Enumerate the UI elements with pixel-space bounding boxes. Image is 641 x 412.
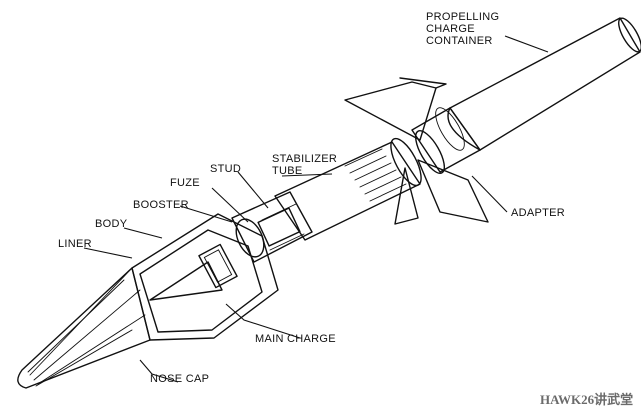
- warhead-body-shape: [131, 213, 279, 341]
- label-liner: LINER: [58, 238, 92, 250]
- stabilizer-tube-shape: [274, 137, 422, 241]
- stabilizer-fins: [344, 77, 489, 225]
- watermark-text: HAWK26讲武堂: [540, 392, 633, 407]
- label-propelling-line3: CONTAINER: [426, 35, 493, 47]
- label-stud: STUD: [210, 163, 241, 175]
- label-body: BODY: [95, 218, 128, 230]
- label-booster: BOOSTER: [133, 199, 189, 211]
- label-nose-cap: NOSE CAP: [150, 373, 209, 385]
- adapter-shape: [411, 107, 481, 174]
- label-adapter: ADAPTER: [511, 207, 565, 219]
- leader-lines: [83, 35, 549, 383]
- label-propelling-line2: CHARGE: [426, 23, 475, 35]
- label-main-charge: MAIN CHARGE: [255, 333, 336, 345]
- label-fuze: FUZE: [170, 177, 200, 189]
- nose-cap-shape: [17, 267, 151, 389]
- label-stabilizer-line2: TUBE: [272, 165, 303, 177]
- label-stabilizer-line1: STABILIZER: [272, 153, 337, 165]
- label-propelling-line1: PROPELLING: [426, 11, 499, 23]
